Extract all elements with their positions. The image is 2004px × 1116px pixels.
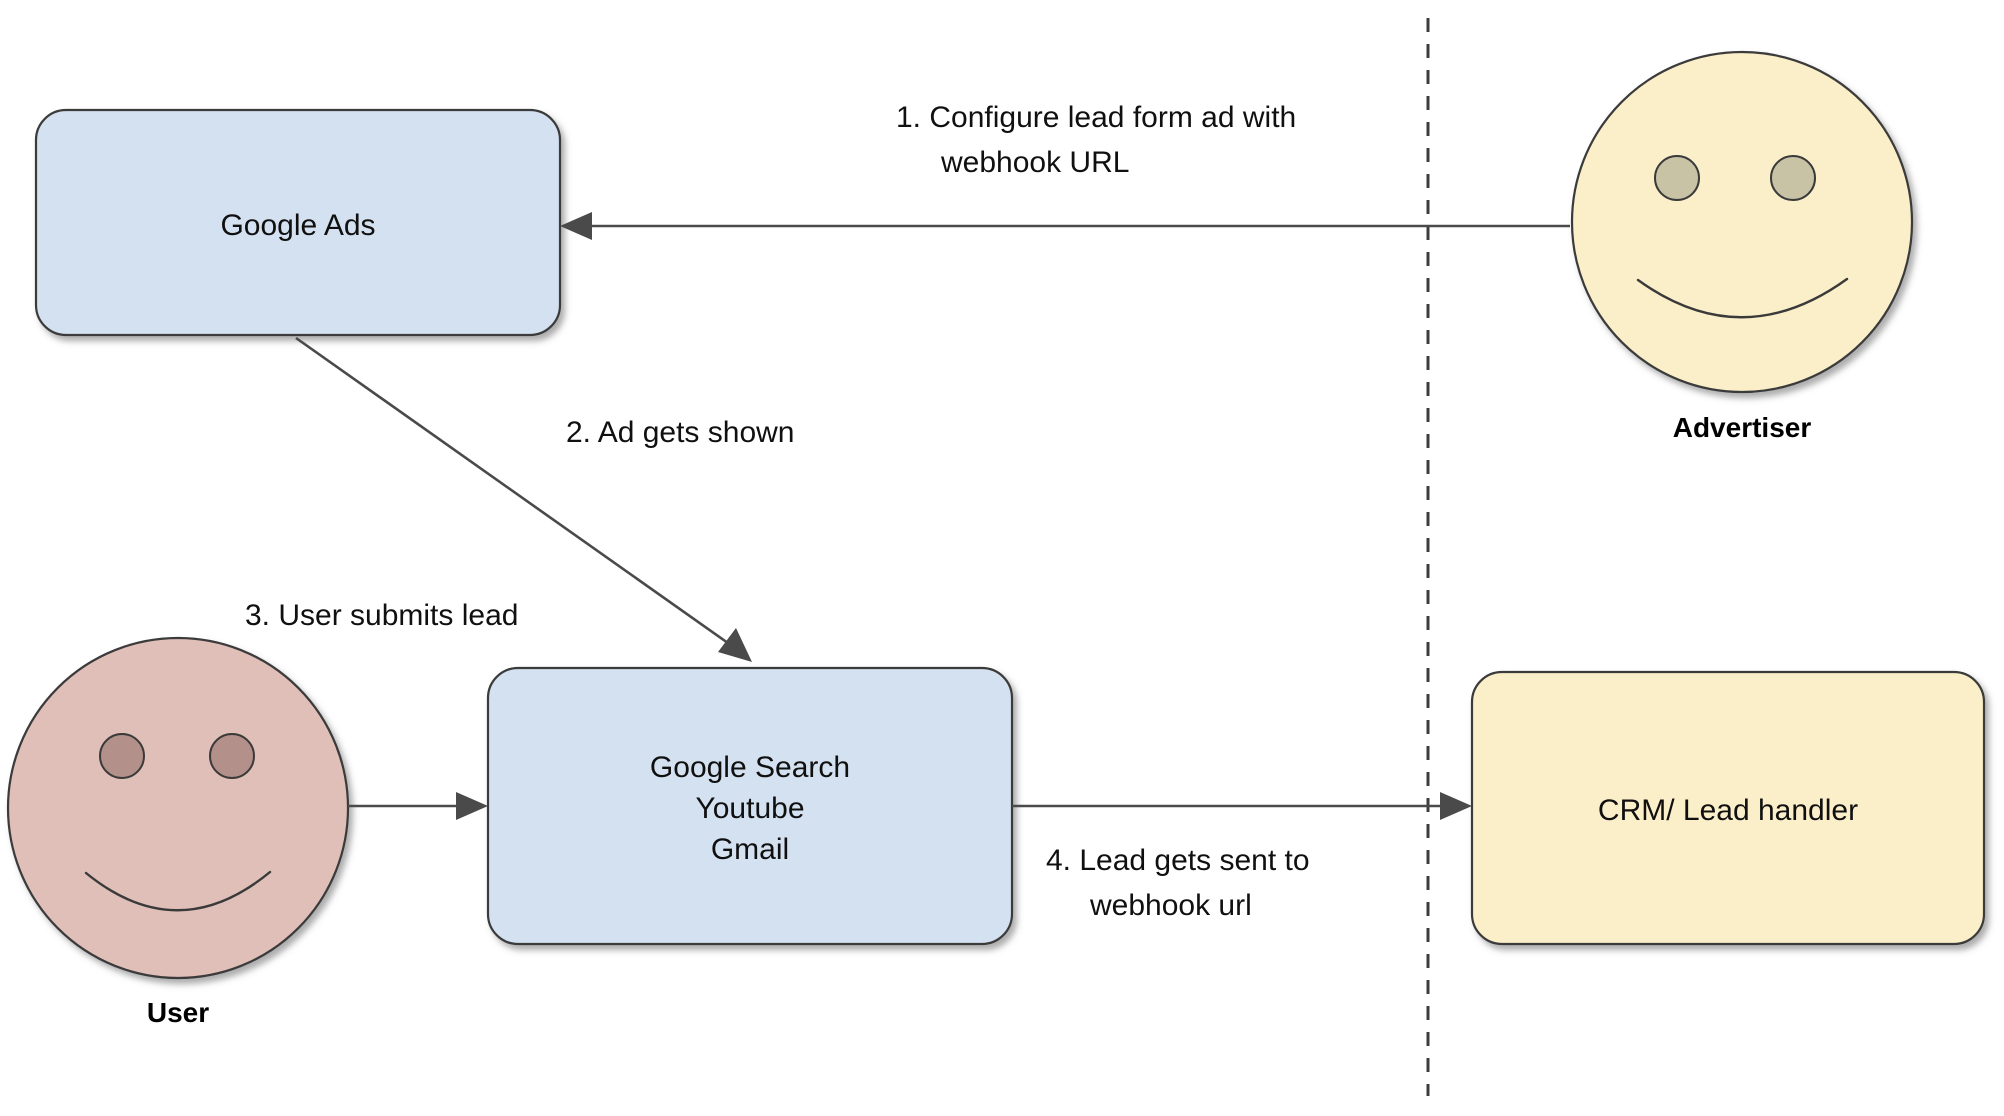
google-surfaces-label-line-1: Google Search <box>650 751 850 784</box>
edge-3-label-line-1: 3. User submits lead <box>245 599 518 632</box>
edge-1-arrowhead-icon <box>560 212 592 240</box>
edge-1-label-line-2: webhook URL <box>940 146 1129 179</box>
google-surfaces-label-line-2: Youtube <box>695 792 804 825</box>
user-right-eye-icon <box>209 733 255 779</box>
node-advertiser[interactable]: Advertiser <box>1570 50 1914 443</box>
user-left-eye-icon <box>99 733 145 779</box>
user-label: User <box>147 997 209 1028</box>
google-surfaces-label-line-3: Gmail <box>711 833 789 866</box>
edge-3-user-to-surfaces: 3. User submits lead <box>245 599 518 820</box>
crm-lead-handler-label: CRM/ Lead handler <box>1598 794 1858 827</box>
advertiser-right-eye-icon <box>1770 155 1816 201</box>
crm-lead-handler-box[interactable] <box>1470 670 1986 946</box>
advertiser-smile-icon <box>1636 277 1849 319</box>
user-face-icon[interactable] <box>6 636 350 980</box>
edge-2-google-ads-to-surfaces: 2. Ad gets shown <box>295 336 795 662</box>
node-crm-lead-handler[interactable]: CRM/ Lead handler <box>1470 670 1986 946</box>
advertiser-label: Advertiser <box>1673 412 1812 443</box>
advertiser-face-icon[interactable] <box>1570 50 1914 394</box>
user-smile-icon <box>84 870 272 912</box>
advertiser-left-eye-icon <box>1654 155 1700 201</box>
edge-4-label-line-1: 4. Lead gets sent to <box>1046 844 1310 877</box>
node-user[interactable]: User <box>6 636 350 1028</box>
edge-4-label-line-2: webhook url <box>1089 889 1252 922</box>
node-google-ads[interactable]: Google Ads <box>34 108 562 337</box>
google-ads-label: Google Ads <box>220 209 375 242</box>
edge-2-line <box>295 336 736 650</box>
edge-2-label-line-1: 2. Ad gets shown <box>566 416 795 449</box>
google-ads-box[interactable] <box>34 108 562 337</box>
edge-4-arrowhead-icon <box>1440 792 1472 820</box>
edge-1-advertiser-to-google-ads: 1. Configure lead form ad with webhook U… <box>560 101 1570 240</box>
node-google-surfaces[interactable]: Google Search Youtube Gmail <box>486 666 1014 946</box>
edge-4-surfaces-to-crm: 4. Lead gets sent to webhook url <box>1012 792 1472 922</box>
edge-1-label-line-1: 1. Configure lead form ad with <box>896 101 1296 134</box>
edge-3-arrowhead-icon <box>456 792 488 820</box>
edge-2-arrowhead-icon <box>718 628 752 662</box>
